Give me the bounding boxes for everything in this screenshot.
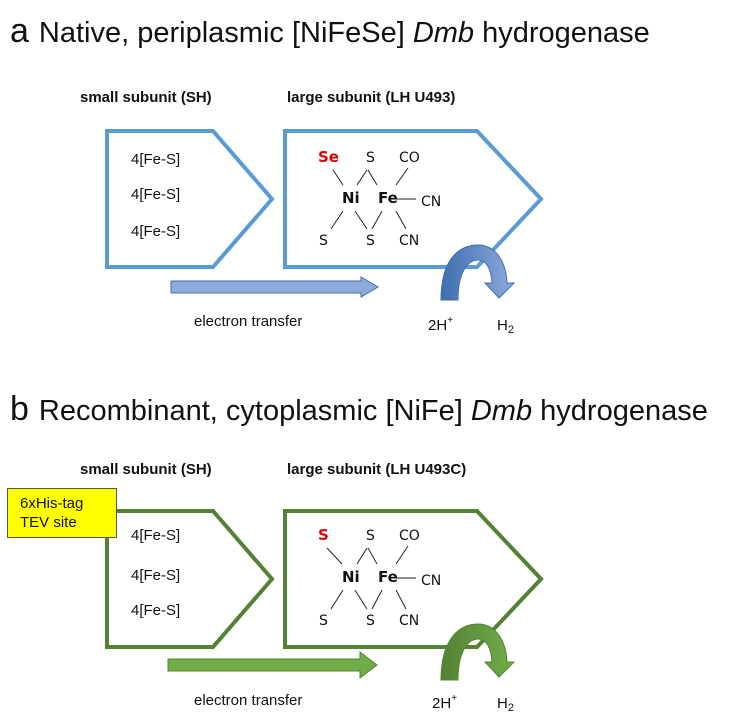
electron-transfer-label: electron transfer bbox=[194, 692, 302, 709]
small-subunit-label: small subunit (SH) bbox=[80, 461, 212, 478]
cyanide-ligand-1: CN bbox=[421, 573, 441, 589]
panel-a: a Native, periplasmic [NiFeSe] Dmb hydrog… bbox=[10, 12, 650, 336]
panel-b-diagram: small subunit (SH) large subunit (LH U49… bbox=[80, 461, 544, 714]
hydrogen-label: H2 bbox=[497, 695, 514, 714]
his-tag-label: 6xHis-tag bbox=[20, 495, 84, 512]
panel-a-title: a Native, periplasmic [NiFeSe] Dmb hydrog… bbox=[10, 12, 650, 51]
title-text: Native, periplasmic [NiFeSe] bbox=[38, 17, 413, 49]
large-subunit-shape bbox=[283, 129, 544, 269]
hydrogen-label: H2 bbox=[497, 317, 514, 336]
panel-b: b Recombinant, cytoplasmic [NiFe] Dmb hyd… bbox=[0, 360, 744, 720]
active-site: S S CO Ni Fe CN S S CN bbox=[318, 526, 441, 629]
bonds bbox=[326, 545, 416, 610]
title-text: Recombinant, cytoplasmic [NiFe] bbox=[38, 395, 471, 427]
small-subunit-label: small subunit (SH) bbox=[80, 89, 212, 106]
carbonyl-ligand: CO bbox=[399, 150, 420, 166]
bonds bbox=[330, 167, 416, 230]
proton-reduction-arrow bbox=[440, 623, 516, 681]
terminal-sulfur: S bbox=[319, 613, 328, 629]
proton-reduction-arrow bbox=[440, 244, 516, 301]
proton-label: 2H+ bbox=[432, 693, 457, 712]
fes-cluster-1: 4[Fe-S] bbox=[131, 151, 180, 168]
bridging-sulfur-bottom: S bbox=[366, 613, 375, 629]
electron-transfer-arrow bbox=[167, 650, 378, 680]
tev-site-label: TEV site bbox=[20, 514, 77, 531]
electron-transfer-label: electron transfer bbox=[194, 313, 302, 330]
small-subunit-shape bbox=[105, 509, 275, 649]
iron-atom: Fe bbox=[378, 189, 398, 207]
small-subunit-shape bbox=[105, 129, 275, 269]
organism-name: Dmb bbox=[412, 17, 475, 49]
fes-cluster-2: 4[Fe-S] bbox=[131, 567, 180, 584]
terminal-sulfur: S bbox=[319, 233, 328, 249]
carbonyl-ligand: CO bbox=[399, 528, 420, 544]
panel-b-title: b Recombinant, cytoplasmic [NiFe] Dmb hyd… bbox=[10, 390, 708, 429]
bridging-sulfur-top: S bbox=[366, 150, 375, 166]
large-subunit-shape bbox=[283, 509, 544, 649]
nickel-atom: Ni bbox=[342, 189, 360, 207]
fes-cluster-2: 4[Fe-S] bbox=[131, 186, 180, 203]
nickel-atom: Ni bbox=[342, 568, 360, 586]
bridging-sulfur-top: S bbox=[366, 528, 375, 544]
his-tag-box: 6xHis-tag TEV site bbox=[7, 488, 117, 538]
fes-cluster-3: 4[Fe-S] bbox=[131, 602, 180, 619]
title-suffix: hydrogenase bbox=[532, 395, 708, 427]
selenium-ligand: Se bbox=[318, 148, 339, 166]
panel-letter: a bbox=[10, 12, 29, 50]
cyanide-ligand-2: CN bbox=[399, 613, 419, 629]
large-subunit-label: large subunit (LH U493C) bbox=[287, 461, 466, 478]
panel-letter: b bbox=[10, 390, 29, 428]
cyanide-ligand-1: CN bbox=[421, 194, 441, 210]
panel-a-diagram: small subunit (SH) large subunit (LH U49… bbox=[80, 89, 544, 336]
sulfur-ligand: S bbox=[318, 526, 329, 544]
fes-cluster-3: 4[Fe-S] bbox=[131, 223, 180, 240]
fes-cluster-1: 4[Fe-S] bbox=[131, 527, 180, 544]
bridging-sulfur-bottom: S bbox=[366, 233, 375, 249]
iron-atom: Fe bbox=[378, 568, 398, 586]
title-suffix: hydrogenase bbox=[474, 17, 650, 49]
active-site: Se S CO Ni Fe CN S S CN bbox=[318, 148, 441, 249]
proton-label: 2H+ bbox=[428, 315, 453, 334]
organism-name: Dmb bbox=[470, 395, 533, 427]
electron-transfer-arrow bbox=[170, 276, 379, 298]
large-subunit-label: large subunit (LH U493) bbox=[287, 89, 455, 106]
cyanide-ligand-2: CN bbox=[399, 233, 419, 249]
